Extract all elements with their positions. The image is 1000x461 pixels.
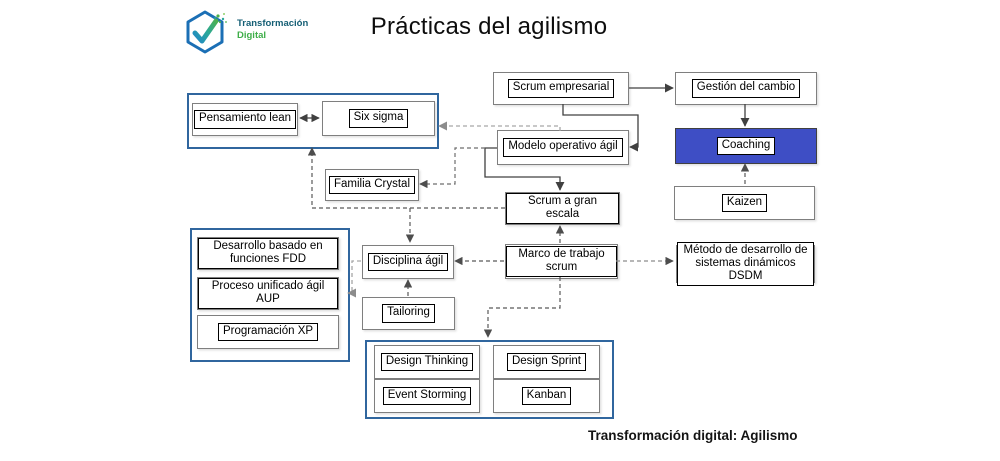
node-dsdm: Método de desarrollo de sistemas dinámic… — [676, 241, 815, 287]
node-label: Design Thinking — [380, 352, 474, 372]
node-label: Familia Crystal — [328, 175, 416, 195]
node-six-sigma: Six sigma — [322, 101, 435, 136]
node-marco-de-trabajo-scrum: Marco de trabajo scrum — [505, 244, 618, 279]
node-programacion-xp: Programación XP — [197, 315, 339, 349]
node-familia-crystal: Familia Crystal — [325, 169, 419, 201]
node-scrum-empresarial: Scrum empresarial — [493, 72, 629, 105]
edge-marco-to-design-group — [483, 277, 561, 338]
node-design-thinking: Design Thinking — [374, 345, 480, 379]
node-kanban: Kanban — [493, 379, 600, 413]
logo: Transformación Digital — [180, 7, 330, 59]
node-pensamiento-lean: Pensamiento lean — [192, 103, 298, 136]
node-label: Design Sprint — [506, 352, 587, 372]
node-label: Scrum empresarial — [507, 79, 615, 98]
node-fdd: Desarrollo basado en funciones FDD — [197, 237, 339, 270]
node-kaizen: Kaizen — [674, 186, 815, 220]
node-label: Coaching — [716, 136, 776, 156]
node-label: Método de desarrollo de sistemas dinámic… — [677, 241, 814, 287]
node-label: Event Storming — [382, 386, 472, 406]
edge-modelo-to-familia-crystal — [419, 147, 485, 189]
node-design-sprint: Design Sprint — [493, 345, 600, 379]
node-label: Desarrollo basado en funciones FDD — [198, 237, 338, 270]
node-tailoring: Tailoring — [362, 297, 455, 330]
node-coaching: Coaching — [675, 128, 817, 164]
node-label: Six sigma — [348, 109, 409, 128]
node-label: Modelo operativo ágil — [503, 138, 623, 157]
node-label: Scrum a gran escala — [506, 192, 619, 225]
node-label: Pensamiento lean — [193, 110, 297, 129]
node-label: Kanban — [521, 386, 572, 406]
node-label: Programación XP — [217, 322, 319, 342]
node-disciplina-agil: Disciplina ágil — [362, 245, 454, 279]
node-scrum-a-gran-escala: Scrum a gran escala — [505, 192, 620, 225]
node-aup: Proceso unificado ágil AUP — [197, 277, 339, 310]
node-label: Disciplina ágil — [367, 252, 449, 272]
logo-name-line2: Digital — [237, 30, 267, 41]
footer-caption: Transformación digital: Agilismo — [588, 428, 798, 443]
page-title: Prácticas del agilismo — [370, 13, 608, 40]
node-gestion-del-cambio: Gestión del cambio — [675, 72, 817, 105]
node-label: Gestión del cambio — [691, 79, 801, 98]
node-label: Marco de trabajo scrum — [506, 245, 617, 278]
node-label: Tailoring — [382, 304, 435, 323]
node-label: Proceso unificado ágil AUP — [198, 277, 338, 310]
logo-hexagon-check-icon — [186, 10, 227, 54]
logo-name-line1: Transformación — [237, 18, 309, 29]
node-label: Kaizen — [721, 193, 768, 213]
node-event-storming: Event Storming — [374, 379, 480, 413]
node-modelo-operativo-agil: Modelo operativo ágil — [497, 130, 629, 165]
